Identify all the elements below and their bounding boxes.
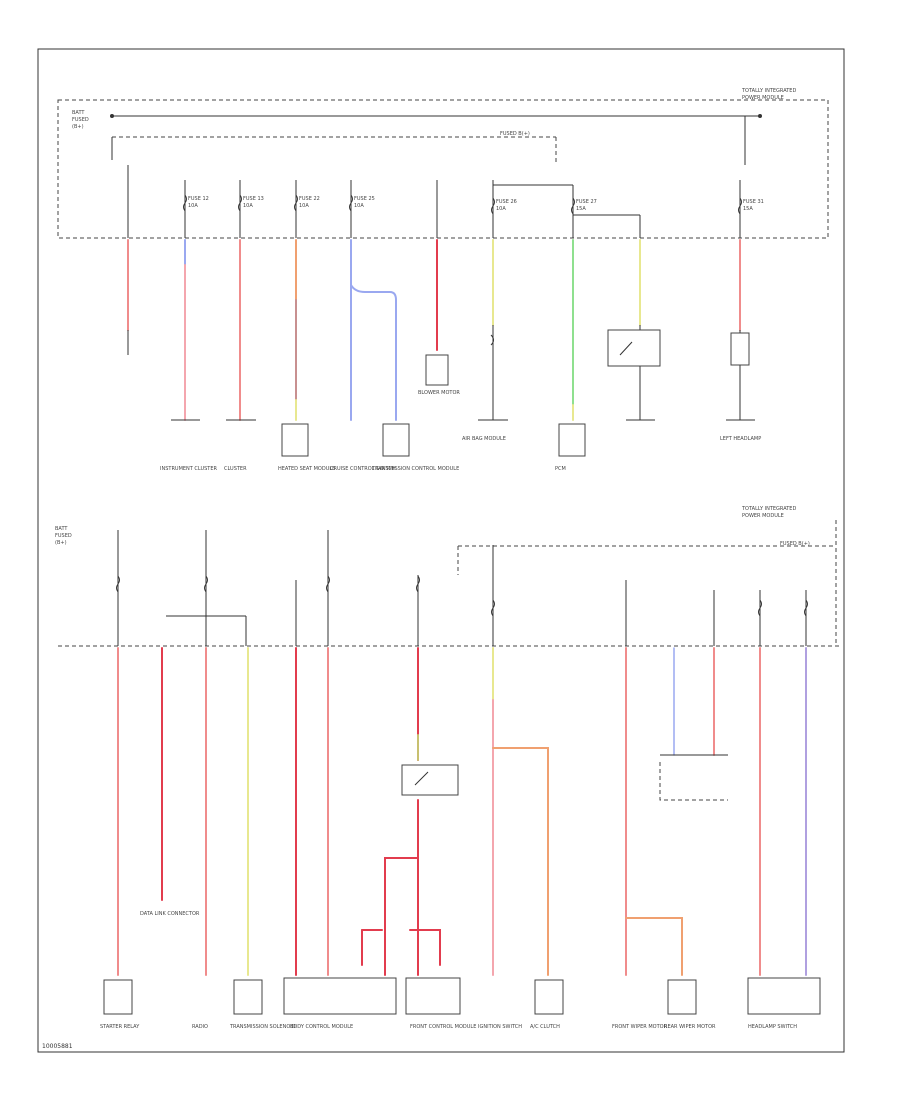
top-module-box — [57, 99, 829, 239]
svg-text:15A: 15A — [743, 206, 753, 212]
corner-id: 10005881 — [42, 1043, 73, 1050]
svg-text:CLUSTER: CLUSTER — [224, 466, 247, 472]
svg-text:REAR WIPER MOTOR: REAR WIPER MOTOR — [664, 1024, 716, 1030]
bottom-components — [103, 977, 821, 1015]
svg-text:A/C CLUTCH: A/C CLUTCH — [530, 1024, 560, 1030]
svg-text:TRANSMISSION CONTROL MODULE: TRANSMISSION CONTROL MODULE — [371, 466, 459, 472]
svg-text:POWER MODULE: POWER MODULE — [742, 95, 784, 101]
svg-text:FRONT CONTROL MODULE: FRONT CONTROL MODULE — [410, 1024, 476, 1030]
svg-text:10A: 10A — [354, 203, 364, 209]
svg-text:15A: 15A — [576, 206, 586, 212]
svg-text:BODY CONTROL MODULE: BODY CONTROL MODULE — [290, 1024, 353, 1030]
svg-text:TRANSMISSION SOLENOID: TRANSMISSION SOLENOID — [229, 1024, 296, 1030]
svg-text:FUSE 26: FUSE 26 — [496, 199, 517, 205]
svg-text:10A: 10A — [496, 206, 506, 212]
svg-text:AIR BAG MODULE: AIR BAG MODULE — [462, 436, 506, 442]
fuse-symbols — [183, 194, 742, 215]
ignition-relay-box — [401, 764, 459, 796]
top-left-note: BATT — [72, 110, 85, 116]
relay-box — [607, 329, 661, 367]
top-right-note: TOTALLY INTEGRATED — [741, 88, 796, 94]
svg-text:FUSED: FUSED — [72, 117, 89, 123]
svg-text:HEADLAMP SWITCH: HEADLAMP SWITCH — [748, 1024, 797, 1030]
svg-text:DATA LINK CONNECTOR: DATA LINK CONNECTOR — [140, 911, 200, 917]
svg-text:FUSE 27: FUSE 27 — [576, 199, 597, 205]
svg-text:IGNITION SWITCH: IGNITION SWITCH — [478, 1024, 522, 1030]
bottom-right-note: TOTALLY INTEGRATED — [741, 506, 796, 512]
top-component-box — [425, 354, 449, 386]
svg-text:FUSE 25: FUSE 25 — [354, 196, 375, 202]
svg-text:HEATED SEAT MODULE: HEATED SEAT MODULE — [278, 466, 335, 472]
bus-label: FUSED B(+) — [500, 131, 530, 137]
svg-text:CRUISE CONTROL SWITCH: CRUISE CONTROL SWITCH — [330, 466, 396, 472]
svg-text:FUSE 31: FUSE 31 — [743, 199, 764, 205]
svg-text:FUSE 22: FUSE 22 — [299, 196, 320, 202]
svg-text:10A: 10A — [299, 203, 309, 209]
svg-text:(B+): (B+) — [55, 540, 67, 546]
top-power-module: TOTALLY INTEGRATED POWER MODULE BATT FUS… — [57, 88, 829, 472]
bottom-left-note: BATT — [55, 526, 68, 532]
svg-text:POWER MODULE: POWER MODULE — [742, 513, 784, 519]
bottom-wires — [117, 647, 807, 976]
svg-text:FUSED: FUSED — [55, 533, 72, 539]
bottom-load-label: STARTER RELAY — [100, 1024, 140, 1030]
svg-text:FRONT WIPER MOTOR: FRONT WIPER MOTOR — [612, 1024, 668, 1030]
top-wires — [127, 239, 741, 421]
top-load-label: INSTRUMENT CLUSTER — [160, 466, 218, 472]
svg-text:PCM: PCM — [555, 466, 566, 472]
svg-text:BLOWER MOTOR: BLOWER MOTOR — [418, 390, 460, 396]
svg-text:RADIO: RADIO — [192, 1024, 208, 1030]
bottom-bus-label: FUSED B(+) — [780, 541, 810, 547]
svg-text:10A: 10A — [243, 203, 253, 209]
svg-text:(B+): (B+) — [72, 124, 84, 130]
svg-text:FUSE 13: FUSE 13 — [243, 196, 264, 202]
diagram-frame — [37, 48, 845, 1053]
fuse-label: FUSE 12 — [188, 196, 209, 202]
svg-text:LEFT HEADLAMP: LEFT HEADLAMP — [720, 436, 761, 442]
fuse-taps — [127, 165, 741, 238]
bottom-power-module: TOTALLY INTEGRATED POWER MODULE FUSED B(… — [55, 506, 840, 1030]
svg-text:10A: 10A — [188, 203, 198, 209]
